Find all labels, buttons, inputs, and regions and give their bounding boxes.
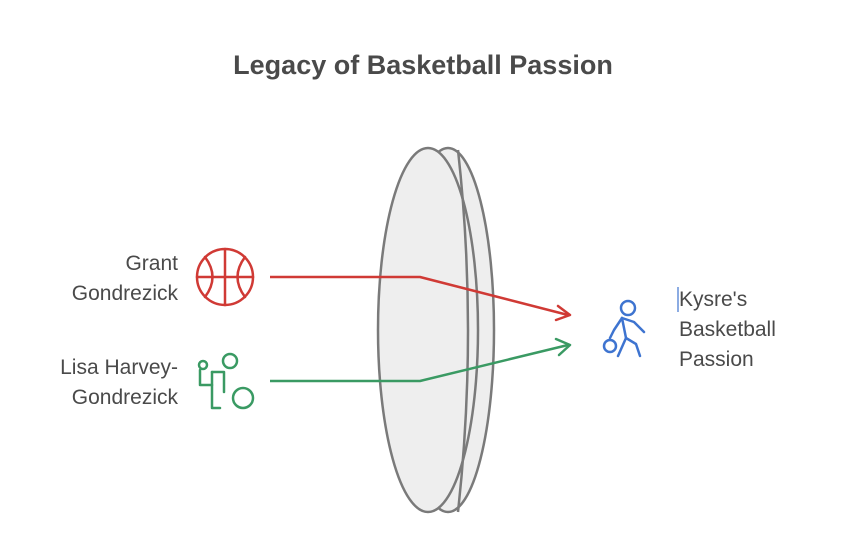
input-label-lisa: Lisa Harvey- Gondrezick xyxy=(20,353,178,413)
lens-rim xyxy=(456,149,470,513)
input-label-lisa-line1: Lisa Harvey- xyxy=(60,356,178,379)
wheelchair-basketball-player-icon xyxy=(197,352,255,410)
output-label-line1: Kysre's xyxy=(679,288,748,311)
input-label-grant-line2: Gondrezick xyxy=(71,282,178,305)
output-label: Kysre's Basketball Passion xyxy=(679,285,829,375)
red-connector-line xyxy=(270,275,569,317)
green-connector-line xyxy=(270,343,569,383)
green-connector-arrowhead xyxy=(554,337,572,357)
output-label-line3: Passion xyxy=(679,348,754,371)
lens-front-disc xyxy=(376,146,480,514)
red-connector-arrowhead xyxy=(554,304,572,322)
lens xyxy=(376,146,496,514)
input-label-grant-line1: Grant xyxy=(125,252,178,275)
input-label-lisa-line2: Gondrezick xyxy=(71,386,178,409)
output-label-line2: Basketball xyxy=(679,318,776,341)
input-label-grant: Grant Gondrezick xyxy=(40,249,178,309)
basketball-icon xyxy=(195,247,255,307)
red-connector xyxy=(270,275,572,322)
green-connector xyxy=(270,337,572,383)
dribbling-player-icon xyxy=(602,299,646,358)
diagram-title: Legacy of Basketball Passion xyxy=(233,50,613,80)
